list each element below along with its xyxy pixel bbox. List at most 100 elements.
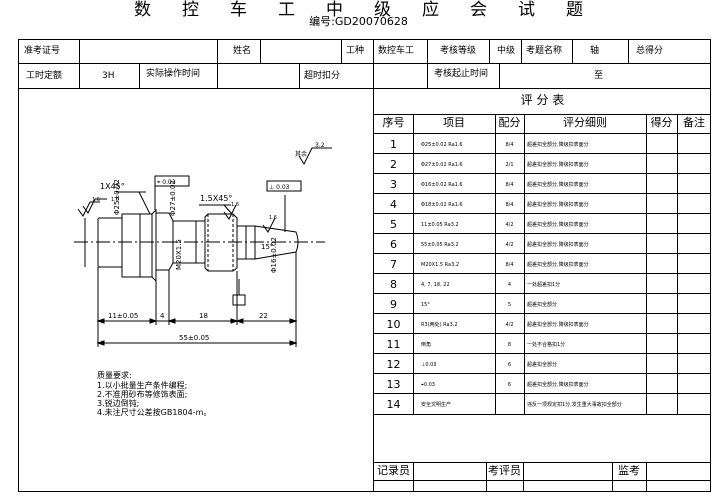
chamfer1-label: 1X45° — [100, 182, 125, 191]
row-points: 4 — [507, 282, 512, 288]
row-item: M20X1.5 Ra3.2 — [421, 262, 460, 268]
req-title: 质量要求: — [97, 371, 132, 380]
row-item: 4, 7, 18, 22 — [421, 282, 450, 288]
shaft-left — [97, 208, 157, 283]
row-points: 6 — [507, 382, 512, 388]
title-char: 级 — [374, 0, 391, 20]
row-score-field[interactable] — [647, 275, 676, 293]
row-points: 6 — [507, 362, 512, 368]
task-label: 考题名称 — [526, 46, 563, 56]
row-rule: 超差扣全部分 — [527, 302, 558, 308]
row-rule: 超差扣全部分,降级扣表面分 — [527, 142, 589, 148]
row-points: 8/4 — [505, 142, 514, 148]
row-rule: 一处超差扣1分 — [527, 282, 561, 288]
row-no: 7 — [390, 258, 397, 271]
col-header-no: 序号 — [382, 116, 405, 129]
row-rule: 超差扣全部分,降级扣表面分 — [527, 182, 589, 188]
col-header-item: 项目 — [443, 116, 465, 129]
tol-frame1-label: ⌖ 0.03 — [157, 179, 176, 186]
len1-label: 11±0.05 — [108, 312, 138, 320]
row-item: Φ25±0.02 Ra1.6 — [421, 142, 463, 148]
title-char: 试 — [518, 0, 535, 20]
to-label: 至 — [594, 71, 604, 81]
quota-value: 3H — [102, 71, 115, 81]
name-field[interactable] — [263, 42, 339, 60]
row-points: 4/2 — [505, 322, 514, 328]
level-label: 考核等级 — [440, 46, 477, 56]
rough-a-label: 1.6 — [92, 197, 100, 203]
title-char: 题 — [566, 0, 583, 20]
row-item: ⌖0.03 — [421, 382, 435, 388]
row-rule: 超差扣全部分,降级扣表面分 — [527, 262, 589, 268]
title-char: 车 — [230, 0, 247, 20]
row-score-field[interactable] — [647, 395, 676, 413]
title-char: 数 — [134, 0, 151, 20]
rough-c-label: 1.6 — [231, 202, 239, 208]
row-score-field[interactable] — [647, 255, 676, 273]
row-score-field[interactable] — [647, 295, 676, 313]
row-item: Φ27±0.02 Ra1.6 — [421, 162, 463, 168]
actual-label: 实际操作时间 — [146, 69, 201, 79]
row-no: 10 — [386, 318, 401, 331]
row-score-field[interactable] — [647, 215, 676, 233]
row-points: 4/2 — [505, 242, 514, 248]
title-char: 工 — [278, 0, 295, 20]
row-score-field[interactable] — [647, 335, 676, 353]
row-score-field[interactable] — [647, 195, 676, 213]
dia1-label: Φ25±0.02 — [113, 179, 121, 215]
row-score-field[interactable] — [647, 235, 676, 253]
row-no: 2 — [390, 158, 397, 171]
thread-label: M20X1.5 — [175, 239, 183, 270]
row-score-field[interactable] — [647, 155, 676, 173]
len3-label: 18 — [199, 312, 208, 320]
shaft-thread — [156, 212, 238, 272]
row-score-field[interactable] — [647, 135, 676, 153]
row-score-field[interactable] — [647, 315, 676, 333]
row-no: 8 — [390, 278, 397, 291]
task-value: 轴 — [590, 46, 600, 56]
page-title: 数控车工中级应会试题 — [0, 0, 717, 20]
recorder-label: 记录员 — [377, 464, 410, 477]
col-header-remark: 备注 — [683, 116, 705, 129]
row-item: 55±0.05 Ra3.2 — [421, 242, 459, 248]
part-drawing: 1X45° 1.5X45° Φ25±0.02 Φ27±0.02 M20X1.5 … — [74, 142, 332, 347]
overall-label: 55±0.05 — [179, 334, 209, 342]
title-char: 中 — [326, 0, 343, 20]
row-item: Φ16±0.02 Ra1.6 — [421, 182, 463, 188]
row-score-field[interactable] — [647, 175, 676, 193]
trade-value: 数控车工 — [378, 46, 415, 56]
score-label: 总得分 — [636, 46, 664, 56]
row-item: 15° — [421, 302, 430, 308]
row-no: 3 — [390, 178, 397, 191]
row-points: 8/4 — [505, 182, 514, 188]
ticket-field[interactable] — [82, 42, 215, 60]
req-2: 2.不准用砂布等修饰表面; — [97, 390, 188, 399]
quota-label: 工时定额 — [26, 71, 63, 81]
row-rule: 超差扣全部分,降级扣表面分 — [527, 162, 589, 168]
row-rule: 超差扣全部分,降级扣表面分 — [527, 202, 589, 208]
name-label: 姓名 — [233, 46, 252, 56]
row-rule: 超差扣全部分,降级扣表面分 — [527, 322, 589, 328]
row-item: 安全文明生产 — [421, 402, 452, 408]
examiner-label: 考评员 — [488, 464, 521, 477]
col-header-score: 得分 — [650, 116, 673, 129]
row-score-field[interactable] — [647, 355, 676, 373]
row-item: 倒角 — [421, 342, 432, 348]
actual-field[interactable] — [220, 66, 297, 86]
angle-label: 15° — [261, 243, 273, 251]
col-header-rule: 评分细则 — [563, 116, 607, 129]
level-value: 中级 — [497, 46, 516, 56]
row-no: 6 — [390, 238, 397, 251]
trade-label: 工种 — [346, 46, 365, 56]
rough-d-label: 1.6 — [269, 215, 277, 221]
row-item: ⊥0.03 — [421, 362, 437, 368]
row-points: 4/2 — [505, 222, 514, 228]
supervisor-label: 监考 — [618, 464, 640, 477]
row-no: 11 — [386, 338, 401, 351]
chamfer2-label: 1.5X45° — [200, 194, 232, 203]
row-no: 12 — [386, 358, 401, 371]
row-item: Φ18±0.02 Ra1.6 — [421, 202, 463, 208]
row-score-field[interactable] — [647, 375, 676, 393]
